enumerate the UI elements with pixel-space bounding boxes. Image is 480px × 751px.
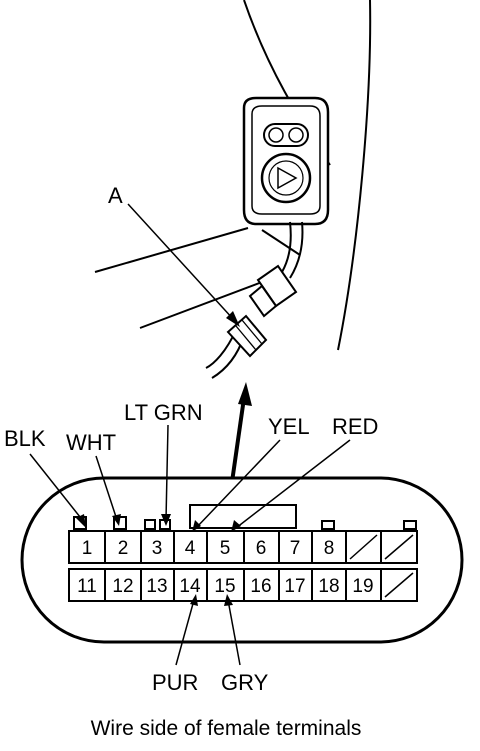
pin-5: 5 xyxy=(220,538,231,559)
label-yel: YEL xyxy=(268,414,310,439)
pin-17: 17 xyxy=(284,576,305,597)
leader-lt-grn xyxy=(165,424,169,521)
wire-labels: BLK WHT LT GRN YEL RED PUR GRY xyxy=(4,400,378,695)
callout-a-leader xyxy=(127,203,240,327)
pin-3: 3 xyxy=(152,538,163,559)
leader-yel xyxy=(195,439,281,529)
connector-top-features xyxy=(73,504,417,530)
pin-7: 7 xyxy=(290,538,301,559)
blanked-cavities xyxy=(349,534,414,598)
pin-19: 19 xyxy=(352,576,373,597)
pin-11: 11 xyxy=(77,576,97,597)
pin-6: 6 xyxy=(256,538,267,559)
caption: Wire side of female terminals xyxy=(91,717,362,740)
pin-4: 4 xyxy=(185,538,196,559)
label-blk: BLK xyxy=(4,426,46,451)
pin-18: 18 xyxy=(318,576,339,597)
pin-14: 14 xyxy=(179,576,201,597)
leader-arrowheads xyxy=(76,514,241,606)
label-lt-grn: LT GRN xyxy=(124,400,203,425)
pin-15: 15 xyxy=(214,576,235,597)
pin-13: 13 xyxy=(146,576,167,597)
pin-12: 12 xyxy=(112,576,133,597)
leader-blk xyxy=(29,453,85,523)
label-wht: WHT xyxy=(66,430,116,455)
label-pur: PUR xyxy=(152,670,198,695)
pin-16: 16 xyxy=(250,576,271,597)
door-switch-assembly xyxy=(242,96,330,226)
bottom-row-pins: 11 12 13 14 15 16 17 18 19 xyxy=(77,576,373,597)
top-row-pins: 1 2 3 4 5 6 7 8 xyxy=(82,538,335,559)
leader-gry xyxy=(227,599,241,666)
label-gry: GRY xyxy=(221,670,269,695)
label-red: RED xyxy=(332,414,378,439)
pin-8: 8 xyxy=(324,538,335,559)
callout-a: A xyxy=(108,183,123,208)
connector-pointer-arrow xyxy=(230,382,252,483)
leader-red xyxy=(235,439,351,529)
pin-2: 2 xyxy=(118,538,129,559)
leader-wht xyxy=(95,455,118,521)
leader-pur xyxy=(175,599,195,666)
harness-connector xyxy=(226,264,298,358)
pin-1: 1 xyxy=(82,538,93,559)
connector-grid xyxy=(68,530,418,602)
wire-leaders xyxy=(29,424,351,666)
